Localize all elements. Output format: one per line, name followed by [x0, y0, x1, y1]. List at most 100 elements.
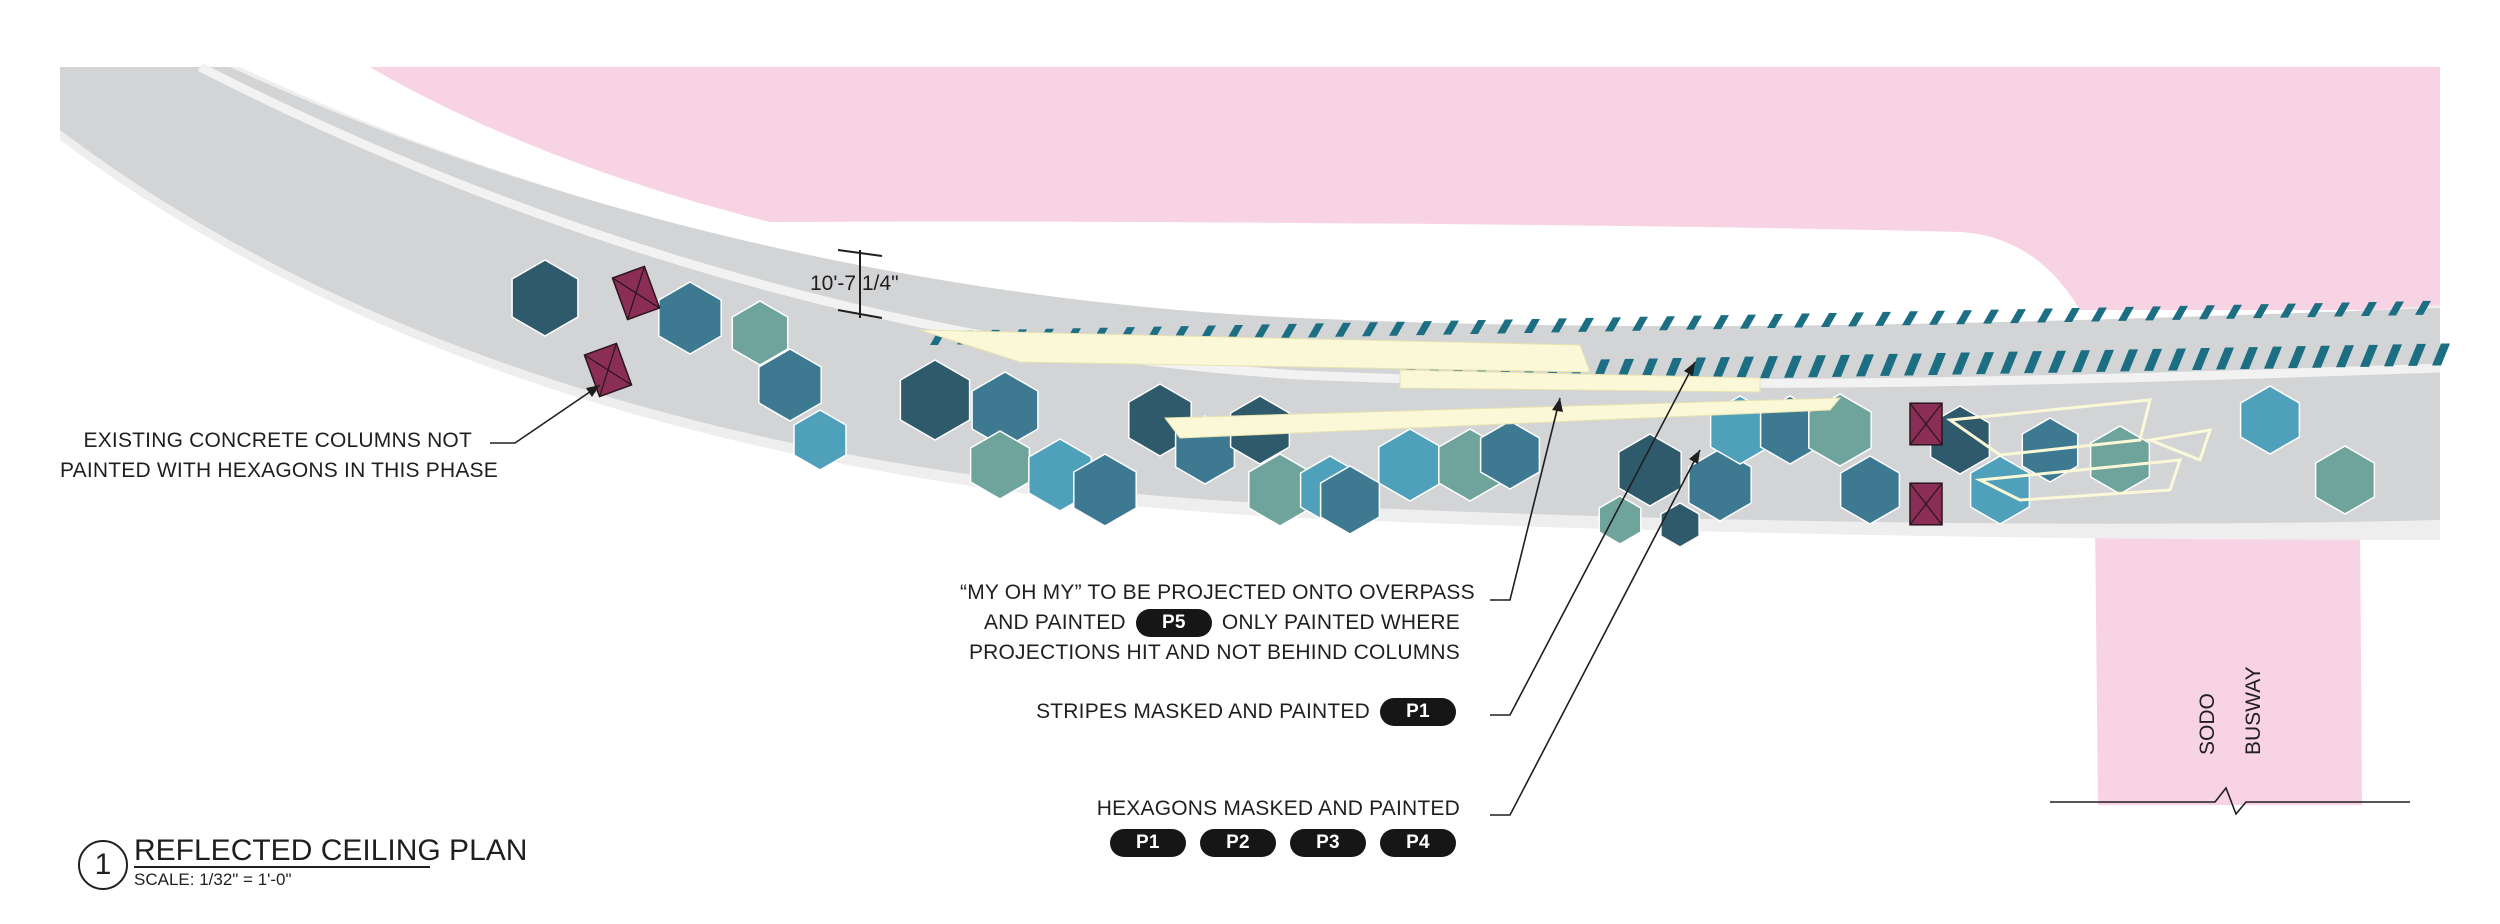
hexagon — [758, 348, 822, 422]
hexagon — [731, 300, 789, 366]
paint-badge-p3: P3 — [1289, 829, 1366, 858]
columns-callout-line-1: EXISTING CONCRETE COLUMNS NOT — [83, 429, 472, 452]
stripe — [1784, 355, 1802, 378]
stripe — [1952, 352, 1970, 375]
dimension-label: 10'-7 1/4" — [810, 272, 899, 295]
stripe — [2048, 350, 2066, 373]
hexagon-field — [511, 259, 2376, 548]
stripe — [2226, 304, 2242, 319]
title-underline — [134, 866, 430, 868]
stripe — [2168, 348, 2186, 371]
paint-badge-p2: P2 — [1199, 829, 1276, 858]
stripe — [2388, 301, 2404, 316]
stripe — [2024, 351, 2042, 374]
stripe — [1904, 353, 1922, 376]
stripe — [1443, 320, 1459, 335]
stripe — [2360, 344, 2378, 367]
drawing-title: REFLECTED CEILING PLAN — [134, 834, 528, 867]
hexagon — [1598, 495, 1642, 545]
concrete-column — [1909, 482, 1943, 526]
stripe — [1362, 322, 1378, 337]
stripe — [1524, 318, 1540, 333]
stripe — [1760, 356, 1778, 379]
stripe — [1832, 354, 1850, 377]
projection-callout-line-3: PROJECTIONS HIT AND NOT BEHIND COLUMNS — [968, 641, 1460, 664]
paint-badge-p4: P4 — [1380, 829, 1456, 858]
stripe — [2064, 308, 2080, 323]
overpass-divider — [197, 62, 2441, 388]
stripe — [1664, 358, 1682, 380]
stripe — [1497, 319, 1513, 334]
stripe — [2118, 306, 2134, 321]
stripe — [1551, 318, 1567, 333]
hexagons-callout-text: HEXAGONS MASKED AND PAINTED — [1096, 797, 1460, 820]
stripe — [1794, 313, 1810, 328]
stripe — [2120, 349, 2138, 372]
leader-arrowheads — [586, 362, 1700, 464]
stripe — [1659, 316, 1675, 331]
pink-zone-north — [370, 67, 2440, 310]
pink-zone-busway — [2095, 520, 2362, 805]
stripe — [1227, 324, 1243, 339]
stripe — [2240, 347, 2258, 370]
projection-callout-line-2-pre: AND PAINTED — [983, 611, 1126, 634]
concrete-column — [1909, 402, 1943, 446]
stripe — [1880, 353, 1898, 376]
leader-lines — [490, 361, 1701, 816]
hexagon — [511, 259, 579, 337]
stripe — [2280, 303, 2296, 318]
stripe — [1254, 324, 1270, 339]
stripe — [1578, 317, 1594, 332]
hexagons-callout: HEXAGONS MASKED AND PAINTED P1 P2 P3 P4 — [960, 794, 1460, 858]
hexagon — [899, 359, 971, 441]
stripe — [2361, 301, 2377, 316]
stripe — [2307, 303, 2323, 318]
stripe — [2408, 343, 2426, 366]
stripe — [2312, 345, 2330, 368]
stripe — [2415, 300, 2431, 315]
hexagon — [1319, 465, 1381, 535]
projection-callout-line-1: “MY OH MY” TO BE PROJECTED ONTO OVERPASS — [960, 581, 1475, 604]
columns-callout-line-2: PAINTED WITH HEXAGONS IN THIS PHASE — [60, 459, 498, 482]
stripe — [1605, 317, 1621, 332]
hexagon — [1808, 393, 1872, 467]
stripe — [2384, 344, 2402, 367]
projection-callout-line-2-post: ONLY PAINTED WHERE — [1221, 611, 1460, 634]
stripe — [2288, 346, 2306, 369]
paint-badge-p1-stripes: P1 — [1380, 698, 1456, 727]
projection-callout-line-2: AND PAINTED P5 ONLY PAINTED WHERE — [960, 608, 1460, 638]
stripe — [1983, 309, 1999, 324]
hexagon — [969, 430, 1031, 500]
stripe — [2199, 305, 2215, 320]
stripe — [2000, 351, 2018, 374]
column-group — [583, 265, 1943, 526]
stripe — [2264, 346, 2282, 369]
drawing-number: 1 — [78, 840, 128, 890]
concrete-column — [611, 265, 661, 321]
hexagon — [2314, 445, 2376, 515]
hexagon — [1660, 502, 1700, 548]
hexagon — [1688, 448, 1752, 522]
stripe — [1902, 311, 1918, 326]
concrete-column — [583, 342, 633, 398]
stripes-callout-text: STRIPES MASKED AND PAINTED — [1036, 700, 1370, 723]
hexagon — [1839, 455, 1901, 525]
stripe — [1470, 320, 1486, 335]
hexagon — [1618, 433, 1682, 507]
paint-badge-p5: P5 — [1135, 609, 1212, 638]
stripe — [2072, 350, 2090, 373]
hexagon — [1479, 420, 1541, 490]
stripe — [2216, 347, 2234, 370]
hexagon — [2239, 385, 2301, 455]
stripe — [1821, 312, 1837, 327]
stripe — [2336, 345, 2354, 368]
stripes-callout: STRIPES MASKED AND PAINTED P1 — [960, 697, 1460, 727]
stripe — [2172, 305, 2188, 320]
stripe — [1713, 315, 1729, 330]
hexagon — [1073, 453, 1137, 527]
columns-callout: EXISTING CONCRETE COLUMNS NOT PAINTED WI… — [60, 426, 498, 486]
stripe — [2145, 306, 2161, 321]
stripe — [1335, 322, 1351, 337]
stripe — [2037, 308, 2053, 323]
stripe — [1875, 311, 1891, 326]
